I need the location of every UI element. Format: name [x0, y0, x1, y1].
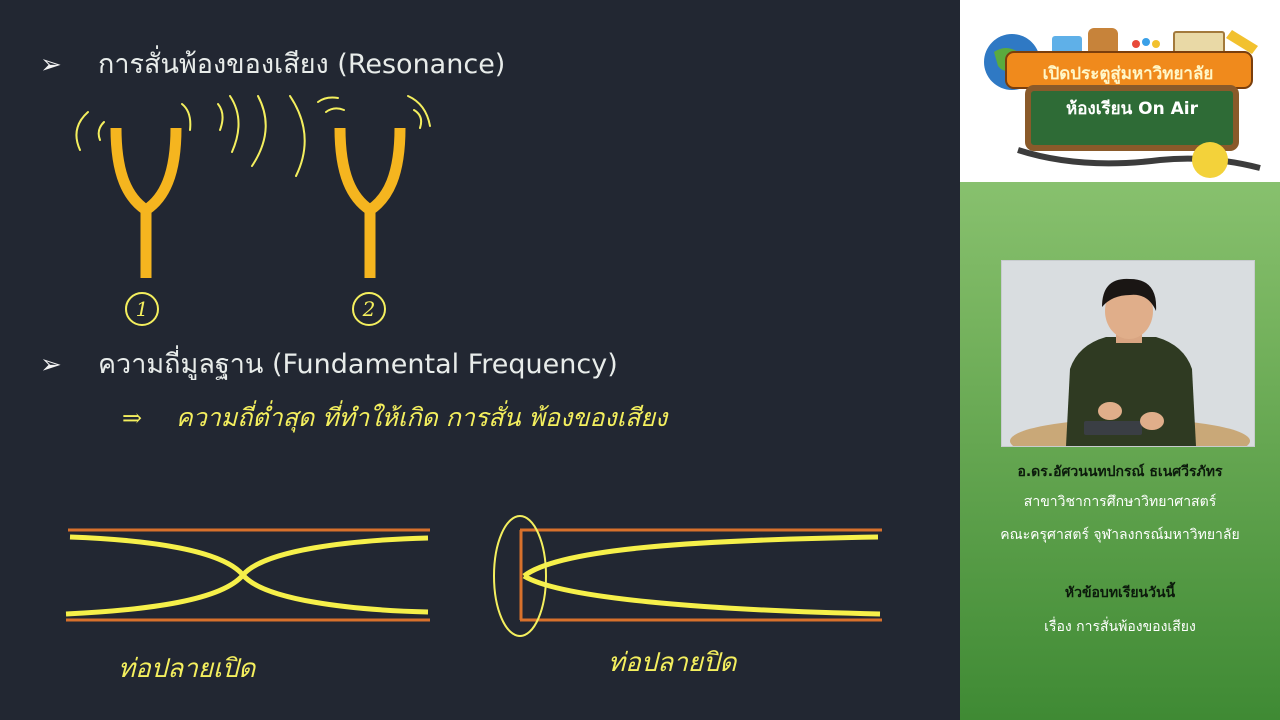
- program-logo: [984, 28, 1261, 178]
- open-pipe-diagram: [65, 528, 430, 622]
- tuning-fork-1: [110, 127, 182, 278]
- department-name: สาขาวิชาการศึกษาวิทยาศาสตร์: [1023, 494, 1217, 510]
- logo-chalkboard: [1025, 85, 1239, 151]
- bullet-fundamental-frequency: ➢ ความถี่มูลฐาน (Fundamental Frequency): [40, 342, 618, 385]
- book-icon: [1173, 31, 1225, 55]
- logo-title: เปิดประตูสู่มหาวิทยาลัย: [1042, 64, 1214, 84]
- closed-pipe-label: ท่อปลายปิด: [608, 648, 737, 678]
- fork-1-number: 1: [125, 292, 159, 326]
- faculty-name: คณะครุศาสตร์ จุฬาลงกรณ์มหาวิทยาลัย: [1000, 527, 1240, 543]
- topic-heading: หัวข้อบทเรียนวันนี้: [1064, 585, 1176, 601]
- closed-end-highlight: [493, 515, 547, 637]
- fork-2-number: 2: [352, 292, 386, 326]
- tuning-fork-2: [334, 127, 406, 278]
- bullet-arrow-icon: ➢: [40, 50, 62, 80]
- closed-pipe-diagram: [493, 515, 882, 637]
- open-pipe-label: ท่อปลายเปิด: [118, 654, 256, 684]
- bullet-resonance: ➢ การสั่นพ้องของเสียง (Resonance): [40, 42, 505, 85]
- bullet-resonance-text: การสั่นพ้องของเสียง (Resonance): [98, 49, 506, 80]
- closed-pipe-wave-b: [522, 573, 881, 617]
- instructor-figure: [1002, 261, 1254, 446]
- handwritten-definition: ความถี่ต่ำสุด ที่ทำให้เกิด การสั่น พ้องข…: [176, 403, 668, 432]
- closed-pipe-wave-a: [522, 534, 879, 579]
- instructor-webcam: [1001, 260, 1255, 447]
- logo-subtitle: ห้องเรียน On Air: [1066, 99, 1198, 119]
- presenter-sidebar: เปิดประตูสู่มหาวิทยาลัย ห้องเรียน On Air…: [960, 0, 1280, 720]
- sound-wave-arcs: [75, 95, 431, 177]
- bullet-arrow-icon: ➢: [40, 350, 62, 380]
- backpack-icon: [1088, 28, 1118, 58]
- open-pipe-wave-b: [65, 535, 429, 617]
- open-pipe-wave-a: [69, 534, 429, 615]
- bullet-fundamental-text: ความถี่มูลฐาน (Fundamental Frequency): [98, 349, 618, 380]
- topic-title: เรื่อง การสั่นพ้องของเสียง: [1044, 619, 1196, 635]
- program-logo-area: เปิดประตูสู่มหาวิทยาลัย ห้องเรียน On Air: [960, 0, 1280, 182]
- pencil-icon: [1226, 30, 1258, 54]
- whiteboard-canvas: ➢ การสั่นพ้องของเสียง (Resonance) 1 2 ➢ คว…: [40, 42, 882, 684]
- implication-arrow-icon: ⇒: [122, 404, 143, 432]
- instructor-name: อ.ดร.อัศวนนทปกรณ์ ธเนศวีรภัทร: [1017, 464, 1223, 480]
- board-drawings: [65, 95, 882, 637]
